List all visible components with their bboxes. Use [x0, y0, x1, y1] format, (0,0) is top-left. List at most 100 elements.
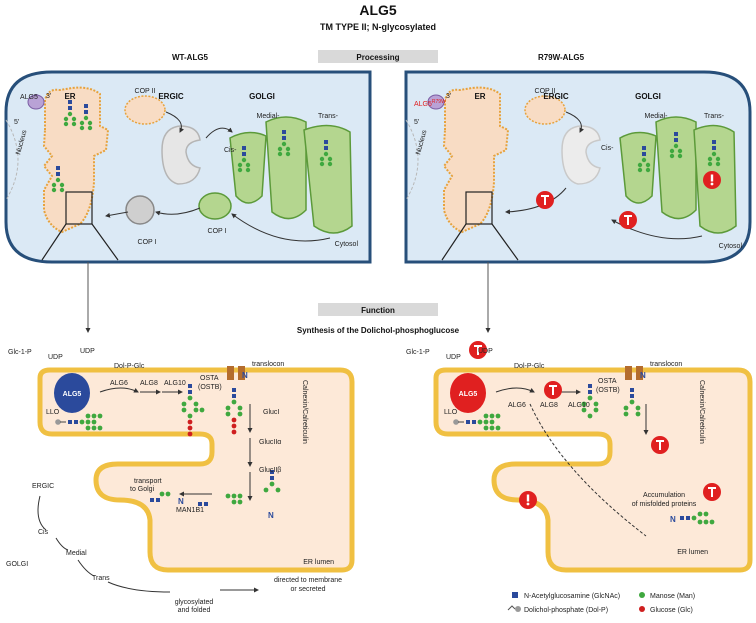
wt-copi-vesicle-b — [125, 195, 155, 225]
wt-glycosylated-label-2: and folded — [178, 607, 211, 614]
wt-medial-side-label: Medial — [66, 550, 87, 557]
mut-copii-vesicle — [524, 95, 566, 125]
mut-accumulation-label-2: of misfolded proteins — [632, 501, 697, 508]
wt-er-lumen — [37, 366, 355, 573]
legend-glcnac-label: N-Acetylglucosamine (GlcNAc) — [524, 593, 620, 600]
mut-5prime-label: 5' — [414, 119, 419, 126]
legend-glc-icon — [639, 606, 645, 612]
mut-translocon-right — [636, 366, 643, 380]
wt-alg5-text: ALG5 — [63, 391, 82, 398]
wt-trans-side-label: Trans — [92, 575, 110, 582]
wt-alg5-protein — [27, 94, 45, 110]
mut-inhibit-icon-f — [702, 482, 722, 502]
mut-accumulation-label-1: Accumulation — [643, 492, 685, 499]
wt-er-lumen-label: ER lumen — [303, 559, 334, 566]
wt-cis-label: Cis- — [224, 147, 237, 154]
wt-title: WT-ALG5 — [172, 53, 209, 62]
wt-gluc1-label: GlucI — [263, 409, 279, 416]
mut-misfolded-glycan — [680, 511, 715, 525]
mut-translocon-glycan — [623, 388, 641, 417]
wt-copii-label: COP II — [135, 88, 156, 95]
mut-3prime-label: 3' — [446, 93, 451, 100]
wt-5prime-label: 5' — [14, 119, 19, 126]
mut-copii-label: COP II — [535, 88, 556, 95]
mut-ostb-label: (OSTB) — [596, 387, 620, 394]
wt-llo-label: LLO — [46, 409, 60, 416]
wt-copi-label-b: COP I — [208, 228, 227, 235]
mut-alg5-protein — [427, 94, 445, 110]
wt-copii-vesicle — [124, 95, 166, 125]
mut-alg5-text: ALG5 — [459, 391, 478, 398]
mut-alg5-enzyme — [450, 373, 486, 413]
mut-n-label-2: N — [670, 515, 676, 524]
wt-alg10-label: ALG10 — [164, 380, 186, 387]
mut-alg5-label: ALG5R79W — [414, 99, 446, 108]
wt-osta-glycan — [181, 384, 205, 437]
wt-translocon-left — [227, 366, 234, 380]
mut-alg8-label: ALG8 — [540, 402, 558, 409]
mut-n-label-1: N — [640, 371, 646, 380]
mut-inhibit-icon-a — [535, 190, 555, 210]
wt-alg5-label: ALG5 — [20, 94, 38, 101]
mut-alert-icon-b — [519, 491, 537, 509]
wt-directed-label-2: or secreted — [290, 586, 325, 593]
mut-ergic-shape — [561, 125, 601, 185]
wt-golgi-trans — [303, 124, 353, 234]
wt-ergic-shape — [161, 125, 201, 185]
legend-glc-label: Glucose (Glc) — [650, 607, 693, 614]
mut-inhibit-icon-b — [618, 210, 638, 230]
wt-lumen-glycans — [150, 470, 281, 506]
wt-glycosylated-label-1: glycosylated — [175, 599, 214, 606]
wt-alg6-label: ALG6 — [110, 380, 128, 387]
wt-secretory-arrows — [37, 495, 258, 592]
mut-cis-label: Cis- — [601, 145, 614, 152]
wt-golgi-medial — [265, 116, 307, 220]
mut-osta-glycan — [581, 384, 599, 419]
wt-n-label-2: N — [178, 497, 184, 506]
wt-cytosol-label: Cytosol — [335, 241, 359, 248]
wt-man1b1-label: MAN1B1 — [176, 507, 204, 514]
mut-golgi-medial — [655, 116, 697, 220]
wt-cis-side-label: Cis — [38, 529, 49, 536]
function-label: Function — [361, 306, 395, 315]
wt-gluc2a-label: GlucIIα — [259, 439, 281, 446]
wt-n-label-1: N — [242, 371, 248, 380]
wt-transport-label-1: transport — [134, 478, 162, 485]
wt-golgi-side-label: GOLGI — [6, 561, 28, 568]
mut-llo-label: LLO — [444, 409, 458, 416]
figure-title: ALG5 — [359, 2, 397, 18]
mut-golgi-label: GOLGI — [635, 92, 661, 101]
wt-nucleus-envelope — [5, 119, 19, 201]
wt-dolpglc-label: Dol-P-Glc — [114, 363, 145, 370]
wt-directed-label-1: directed to membrane — [274, 577, 342, 584]
wt-translocon-right — [238, 366, 245, 380]
wt-copi-vesicle-a — [198, 192, 232, 220]
mut-osta-label: OSTA — [598, 378, 617, 385]
mut-cell — [404, 70, 752, 264]
wt-cell — [4, 70, 372, 264]
legend — [507, 592, 645, 612]
wt-ergic-side-label: ERGIC — [32, 483, 54, 490]
wt-osta-label: OSTA — [200, 375, 219, 382]
wt-ergic-label: ERGIC — [158, 92, 184, 101]
wt-glc1p-label: Glc-1-P — [8, 349, 32, 356]
mut-medial-label: Medial- — [645, 113, 669, 120]
legend-man-label: Manose (Man) — [650, 593, 695, 600]
function-subtitle: Synthesis of the Dolichol-phosphoglucose — [297, 326, 460, 335]
mut-inhibit-icon-e — [650, 435, 670, 455]
wt-trans-label: Trans- — [318, 113, 339, 120]
mut-translocon-label: translocon — [650, 361, 682, 368]
legend-man-icon — [639, 592, 645, 598]
mut-alg6-label: ALG6 — [508, 402, 526, 409]
wt-calnexin-label: Calnexin/Calreticulin — [301, 380, 308, 444]
wt-alg8-label: ALG8 — [140, 380, 158, 387]
wt-udp1-label: UDP — [48, 354, 63, 361]
mut-translocon-left — [625, 366, 632, 380]
mut-title: R79W-ALG5 — [538, 53, 585, 62]
mut-inhibit-icon-d — [543, 380, 563, 400]
figure-subtitle: TM TYPE II; N-glycosylated — [320, 22, 436, 32]
mut-ergic-label: ERGIC — [543, 92, 569, 101]
mut-glc1p-label: Glc-1-P — [406, 349, 430, 356]
mut-trans-label: Trans- — [704, 113, 725, 120]
